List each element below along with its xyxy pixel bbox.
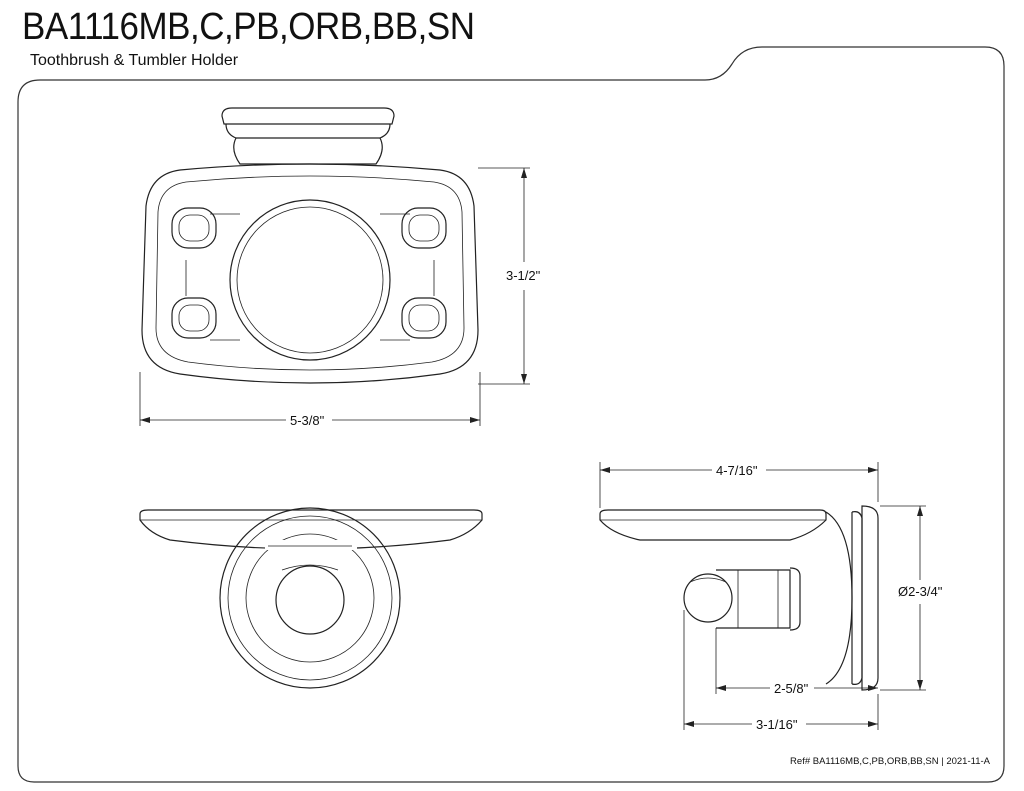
projection-dim-label: 4-7/16" bbox=[716, 463, 758, 478]
depth-dim-label: 3-1/16" bbox=[756, 717, 798, 732]
toothbrush-slot-top-right bbox=[401, 207, 447, 249]
product-subtitle: Toothbrush & Tumbler Holder bbox=[30, 52, 239, 69]
toothbrush-slot-bottom-right bbox=[401, 297, 447, 339]
side-view bbox=[599, 505, 879, 691]
reference-footer: Ref# BA1116MB,C,PB,ORB,BB,SN | 2021-11-A bbox=[790, 756, 991, 767]
toothbrush-slot-bottom-left bbox=[171, 297, 217, 339]
tumbler-ring-outer bbox=[229, 199, 391, 361]
width-dimension: 5-3/8" bbox=[139, 372, 481, 428]
base-diameter-dim-label: Ø2-3/4" bbox=[898, 584, 943, 599]
height-dimension: 3-1/2" bbox=[478, 167, 541, 385]
tumbler-ring-inner bbox=[236, 206, 384, 354]
sheet-frame bbox=[17, 46, 1005, 783]
front-view bbox=[141, 107, 479, 384]
base-diameter-dimension: Ø2-3/4" bbox=[880, 505, 943, 691]
width-dim-label: 5-3/8" bbox=[290, 413, 325, 428]
height-dim-label: 3-1/2" bbox=[506, 268, 541, 283]
toothbrush-slot-top-left bbox=[171, 207, 217, 249]
center-to-wall-dim-label: 2-5/8" bbox=[774, 681, 809, 696]
projection-dimension: 4-7/16" bbox=[599, 462, 879, 508]
center-to-wall-dimension: 2-5/8" bbox=[715, 628, 878, 696]
top-view bbox=[139, 507, 483, 689]
depth-dimension: 3-1/16" bbox=[683, 610, 879, 732]
model-title: BA1116MB,C,PB,ORB,BB,SN bbox=[22, 6, 475, 48]
